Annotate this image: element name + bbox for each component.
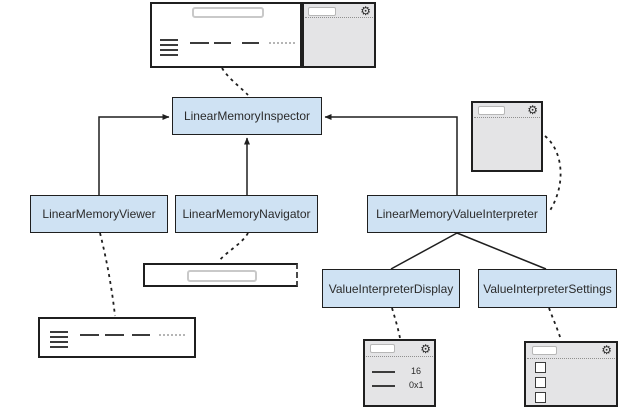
ascii-preview-placeholder [159, 334, 185, 336]
node-label: ValueInterpreterDisplay [328, 281, 454, 296]
inspector-mockup-settings-pane: ⚙ [302, 2, 376, 68]
memory-bytes-placeholder [214, 42, 231, 44]
node-linear-memory-value-interpreter: LinearMemoryValueInterpreter [367, 195, 547, 233]
settings-mockup: ⚙ [524, 341, 618, 407]
pane-separator [527, 358, 615, 359]
memory-bytes-placeholder [80, 334, 99, 336]
gear-icon: ⚙ [360, 4, 371, 18]
edge-interpreter-to-inspector [324, 114, 458, 195]
pane-separator [305, 17, 373, 18]
inspector-mockup [150, 2, 302, 68]
edge-inspector-mockup-to-inspector [221, 67, 249, 96]
pane-separator [366, 356, 433, 357]
edge-viewer-to-inspector [98, 114, 170, 195]
edge-settings-pane-mockup-to-interpreter [544, 135, 562, 213]
address-input-mockup [192, 7, 264, 18]
checkbox-mockup [535, 377, 546, 388]
memory-bytes-placeholder [242, 42, 259, 44]
ascii-preview-placeholder [269, 42, 295, 44]
memory-bytes-placeholder [105, 334, 124, 336]
navigator-mockup [143, 263, 298, 287]
settings-input-mockup [478, 106, 505, 115]
node-value-interpreter-display: ValueInterpreterDisplay [322, 269, 460, 308]
node-linear-memory-viewer: LinearMemoryViewer [30, 195, 168, 233]
edge-display-to-display-mockup [391, 307, 401, 339]
value-type-placeholder [372, 371, 395, 373]
node-label: LinearMemoryNavigator [182, 207, 311, 221]
checkbox-mockup [535, 392, 546, 403]
settings-input-mockup [370, 344, 395, 353]
node-label: LinearMemoryValueInterpreter [376, 207, 538, 221]
value-label: 0x1 [409, 380, 424, 390]
edge-navigator-to-navigator-mockup [217, 232, 249, 263]
edge-interpreter-to-settings [456, 232, 547, 270]
edge-interpreter-to-display [390, 232, 458, 270]
memory-bytes-placeholder [132, 334, 150, 336]
node-label: ValueInterpreterSettings [483, 281, 612, 296]
gear-icon: ⚙ [420, 342, 431, 356]
gear-icon: ⚙ [601, 343, 612, 357]
node-linear-memory-inspector: LinearMemoryInspector [172, 97, 322, 135]
value-label: 16 [411, 366, 422, 376]
edge-settings-to-settings-mockup [548, 307, 562, 341]
value-type-placeholder [372, 385, 395, 387]
edge-viewer-to-viewer-mockup [99, 232, 116, 317]
memory-bytes-placeholder [190, 42, 209, 44]
settings-input-mockup [308, 7, 336, 16]
checkbox-mockup [535, 362, 546, 373]
gear-icon: ⚙ [527, 103, 538, 117]
pane-separator [474, 117, 540, 118]
interpreter-settings-pane-mockup: ⚙ [471, 101, 543, 172]
display-mockup: ⚙ 16 0x1 [363, 339, 436, 407]
node-value-interpreter-settings: ValueInterpreterSettings [478, 269, 617, 308]
node-label: LinearMemoryInspector [183, 109, 311, 123]
node-label: LinearMemoryViewer [42, 207, 156, 221]
viewer-mockup [38, 317, 196, 358]
node-linear-memory-navigator: LinearMemoryNavigator [175, 195, 318, 233]
settings-input-mockup [532, 346, 557, 355]
address-input-mockup [187, 270, 257, 282]
